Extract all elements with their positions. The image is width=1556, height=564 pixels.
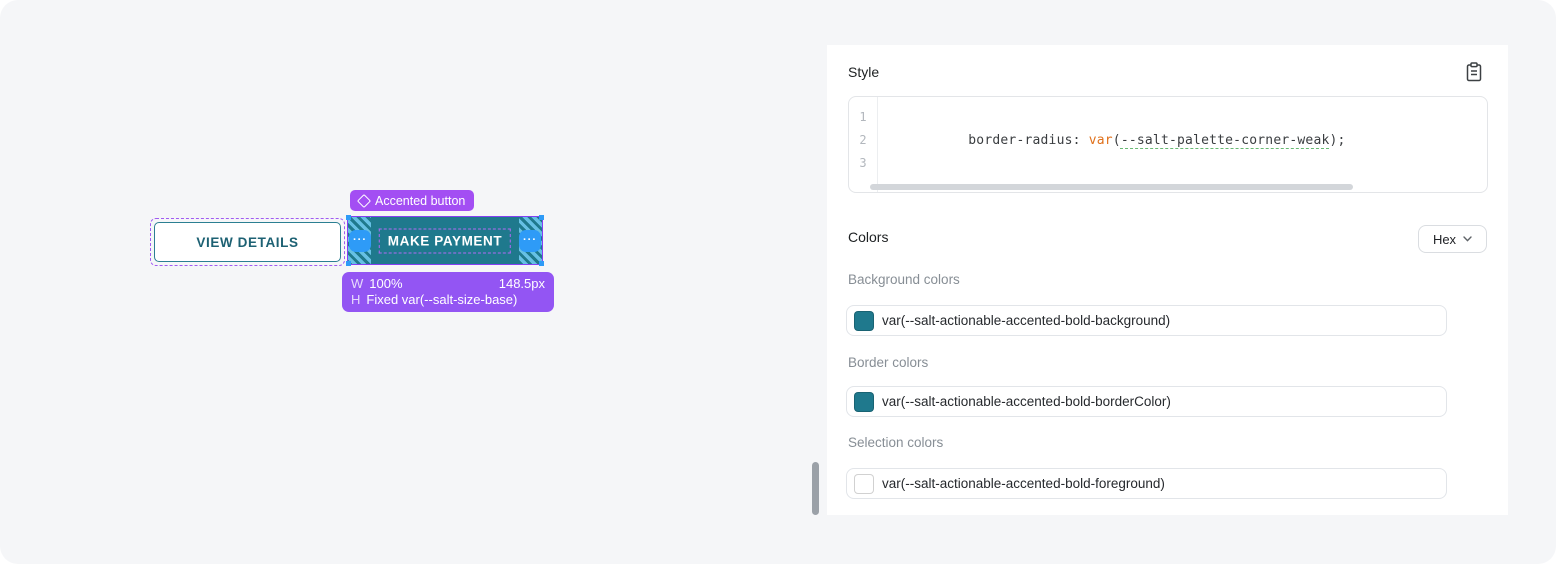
width-pixels: 148.5px xyxy=(498,276,545,291)
component-tag-label: Accented button xyxy=(375,193,466,208)
selection-color-row[interactable]: var(--salt-actionable-accented-bold-fore… xyxy=(846,468,1447,499)
code-token: var xyxy=(1088,133,1113,148)
copy-clipboard-icon[interactable] xyxy=(1465,62,1483,82)
inspect-panel: Style 1 2 3 border-radius: var(--salt-pa… xyxy=(827,45,1508,515)
color-token-value: var(--salt-actionable-accented-bold-fore… xyxy=(882,476,1165,491)
code-token: border-radius: xyxy=(968,133,1089,148)
view-details-button[interactable]: VIEW DETAILS xyxy=(154,222,341,262)
selection-colors-label: Selection colors xyxy=(848,435,944,450)
size-tooltip: W 100% 148.5px H Fixed var(--salt-size-bas… xyxy=(342,272,554,312)
handle-dots-icon: ··· xyxy=(523,234,537,246)
padding-handle-right[interactable]: ··· xyxy=(519,229,541,252)
color-token-value: var(--salt-actionable-accented-bold-back… xyxy=(882,313,1171,328)
make-payment-label: MAKE PAYMENT xyxy=(378,228,512,253)
color-swatch xyxy=(854,310,874,331)
color-swatch xyxy=(854,391,874,412)
resize-handle-bottom-left[interactable] xyxy=(346,261,351,266)
line-number: 3 xyxy=(859,156,867,170)
border-color-row[interactable]: var(--salt-actionable-accented-bold-bord… xyxy=(846,386,1447,417)
code-token: ); xyxy=(1329,133,1346,148)
make-payment-selection[interactable]: MAKE PAYMENT ··· ··· xyxy=(346,215,544,266)
view-details-label: VIEW DETAILS xyxy=(196,234,299,250)
line-number: 1 xyxy=(859,110,867,124)
style-code-block: 1 2 3 border-radius: var(--salt-palette-… xyxy=(848,96,1488,193)
code-line-numbers: 1 2 3 xyxy=(849,97,878,192)
border-colors-label: Border colors xyxy=(848,355,929,370)
chevron-down-icon xyxy=(1463,236,1472,242)
line-number: 2 xyxy=(859,133,867,147)
color-format-dropdown[interactable]: Hex xyxy=(1418,225,1487,253)
code-token: --salt-palette-corner-weak xyxy=(1120,133,1330,148)
color-token-value: var(--salt-actionable-accented-bold-bord… xyxy=(882,394,1171,409)
code-horizontal-scrollbar[interactable] xyxy=(870,184,1353,190)
colors-section-title: Colors xyxy=(848,229,889,245)
height-key: H xyxy=(351,292,361,307)
color-format-value: Hex xyxy=(1432,231,1457,247)
resize-handle-bottom-right[interactable] xyxy=(539,261,544,266)
width-key: W xyxy=(351,276,364,291)
style-section-title: Style xyxy=(848,64,880,80)
panel-vertical-scrollbar[interactable] xyxy=(812,462,819,515)
color-swatch xyxy=(854,473,874,494)
resize-handle-top-left[interactable] xyxy=(346,215,351,220)
component-diamond-icon xyxy=(356,193,372,208)
code-token: ( xyxy=(1112,133,1121,148)
width-value: 100% xyxy=(369,276,403,291)
code-lines: border-radius: var(--salt-palette-corner… xyxy=(878,97,1487,192)
background-colors-label: Background colors xyxy=(848,272,960,287)
padding-handle-left[interactable]: ··· xyxy=(349,229,371,252)
handle-dots-icon: ··· xyxy=(353,234,367,246)
view-details-hover-outline: VIEW DETAILS xyxy=(150,218,345,266)
resize-handle-top-right[interactable] xyxy=(539,215,544,220)
height-value: Fixed var(--salt-size-base) xyxy=(366,292,518,307)
background-color-row[interactable]: var(--salt-actionable-accented-bold-back… xyxy=(846,305,1447,336)
code-line: border-radius: var(--salt-palette-corner… xyxy=(888,106,1487,175)
component-tag: Accented button xyxy=(350,190,475,211)
